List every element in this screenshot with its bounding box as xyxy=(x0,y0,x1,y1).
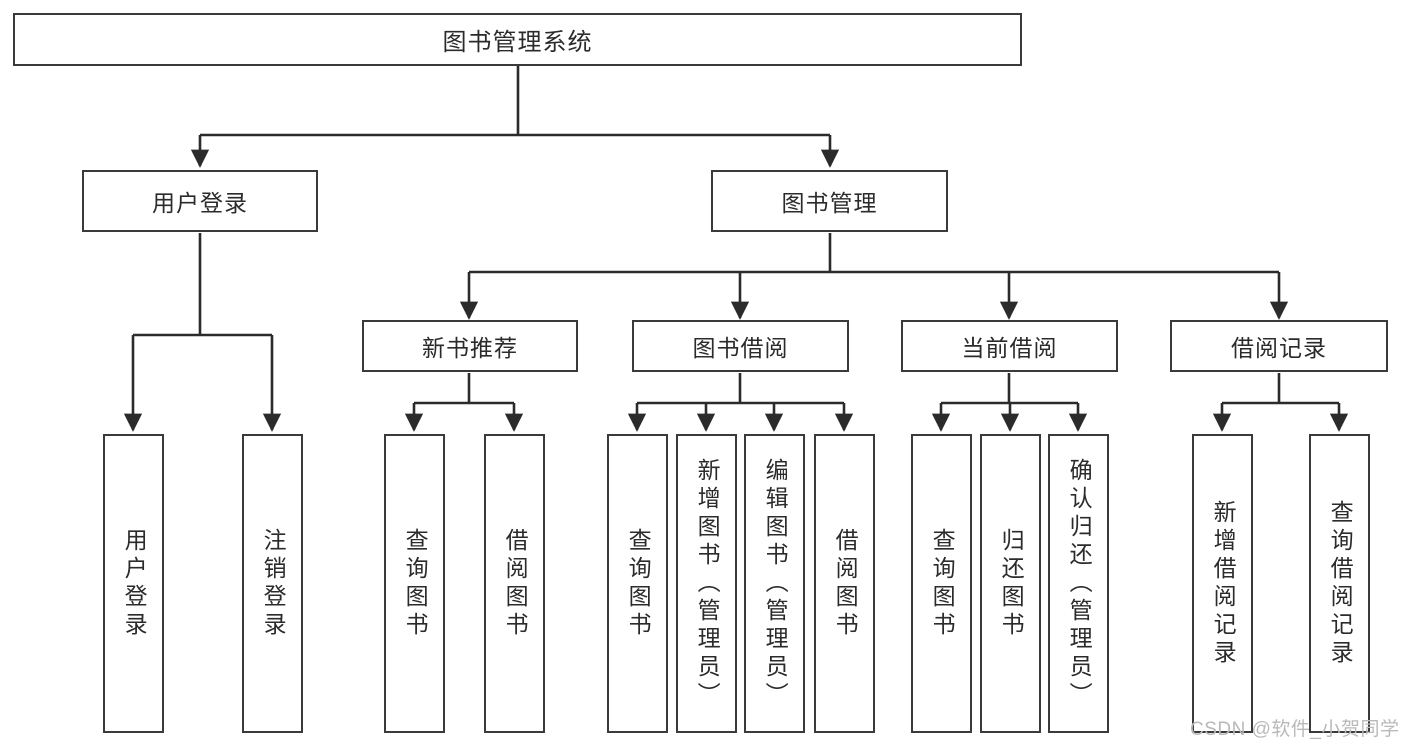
node-leaf-user-login[interactable]: 用户登录 xyxy=(103,434,164,733)
node-label: 注销登录 xyxy=(260,527,287,640)
node-label: 图书借阅 xyxy=(692,335,789,361)
node-book-management[interactable]: 图书管理 xyxy=(711,170,948,232)
node-label: 查询图书 xyxy=(402,527,429,640)
node-label: 新增借阅记录 xyxy=(1210,499,1237,668)
node-label: 查询图书 xyxy=(929,527,956,640)
node-label: 图书管理系统 xyxy=(442,29,593,56)
node-leaf-query-book-recommend[interactable]: 查询图书 xyxy=(384,434,445,733)
node-leaf-return-book[interactable]: 归还图书 xyxy=(980,434,1041,733)
node-book-borrow[interactable]: 图书借阅 xyxy=(632,320,849,372)
node-leaf-confirm-return-admin[interactable]: 确认归还（管理员） xyxy=(1048,434,1109,733)
node-user-login[interactable]: 用户登录 xyxy=(82,170,318,232)
node-label: 编辑图书（管理员） xyxy=(762,457,789,710)
node-label: 用户登录 xyxy=(152,190,248,216)
csdn-watermark: CSDN @软件_小贺同学 xyxy=(1190,719,1400,740)
node-label: 新增图书（管理员） xyxy=(694,457,721,710)
node-label: 查询借阅记录 xyxy=(1327,499,1354,668)
node-label: 确认归还（管理员） xyxy=(1066,457,1093,710)
node-leaf-borrow-book-borrow[interactable]: 借阅图书 xyxy=(814,434,875,733)
node-leaf-query-book-borrow[interactable]: 查询图书 xyxy=(607,434,668,733)
node-label: 归还图书 xyxy=(998,527,1025,640)
node-leaf-add-borrow-record[interactable]: 新增借阅记录 xyxy=(1192,434,1253,733)
node-label: 当前借阅 xyxy=(961,335,1058,361)
node-leaf-borrow-book-recommend[interactable]: 借阅图书 xyxy=(484,434,545,733)
node-leaf-add-book-admin[interactable]: 新增图书（管理员） xyxy=(676,434,737,733)
node-leaf-query-book-current[interactable]: 查询图书 xyxy=(911,434,972,733)
node-label: 用户登录 xyxy=(121,527,148,640)
node-label: 借阅记录 xyxy=(1231,335,1327,361)
node-label: 借阅图书 xyxy=(502,527,529,640)
node-new-book-recommend[interactable]: 新书推荐 xyxy=(362,320,578,372)
node-label: 查询图书 xyxy=(625,527,652,640)
node-label: 借阅图书 xyxy=(832,527,859,640)
node-label: 图书管理 xyxy=(781,190,878,216)
node-borrow-record[interactable]: 借阅记录 xyxy=(1170,320,1388,372)
node-leaf-edit-book-admin[interactable]: 编辑图书（管理员） xyxy=(744,434,805,733)
node-root-book-management-system[interactable]: 图书管理系统 xyxy=(13,13,1022,66)
node-current-borrow[interactable]: 当前借阅 xyxy=(901,320,1118,372)
node-label: 新书推荐 xyxy=(422,335,518,361)
node-leaf-logout-login[interactable]: 注销登录 xyxy=(242,434,303,733)
node-leaf-query-borrow-record[interactable]: 查询借阅记录 xyxy=(1309,434,1370,733)
